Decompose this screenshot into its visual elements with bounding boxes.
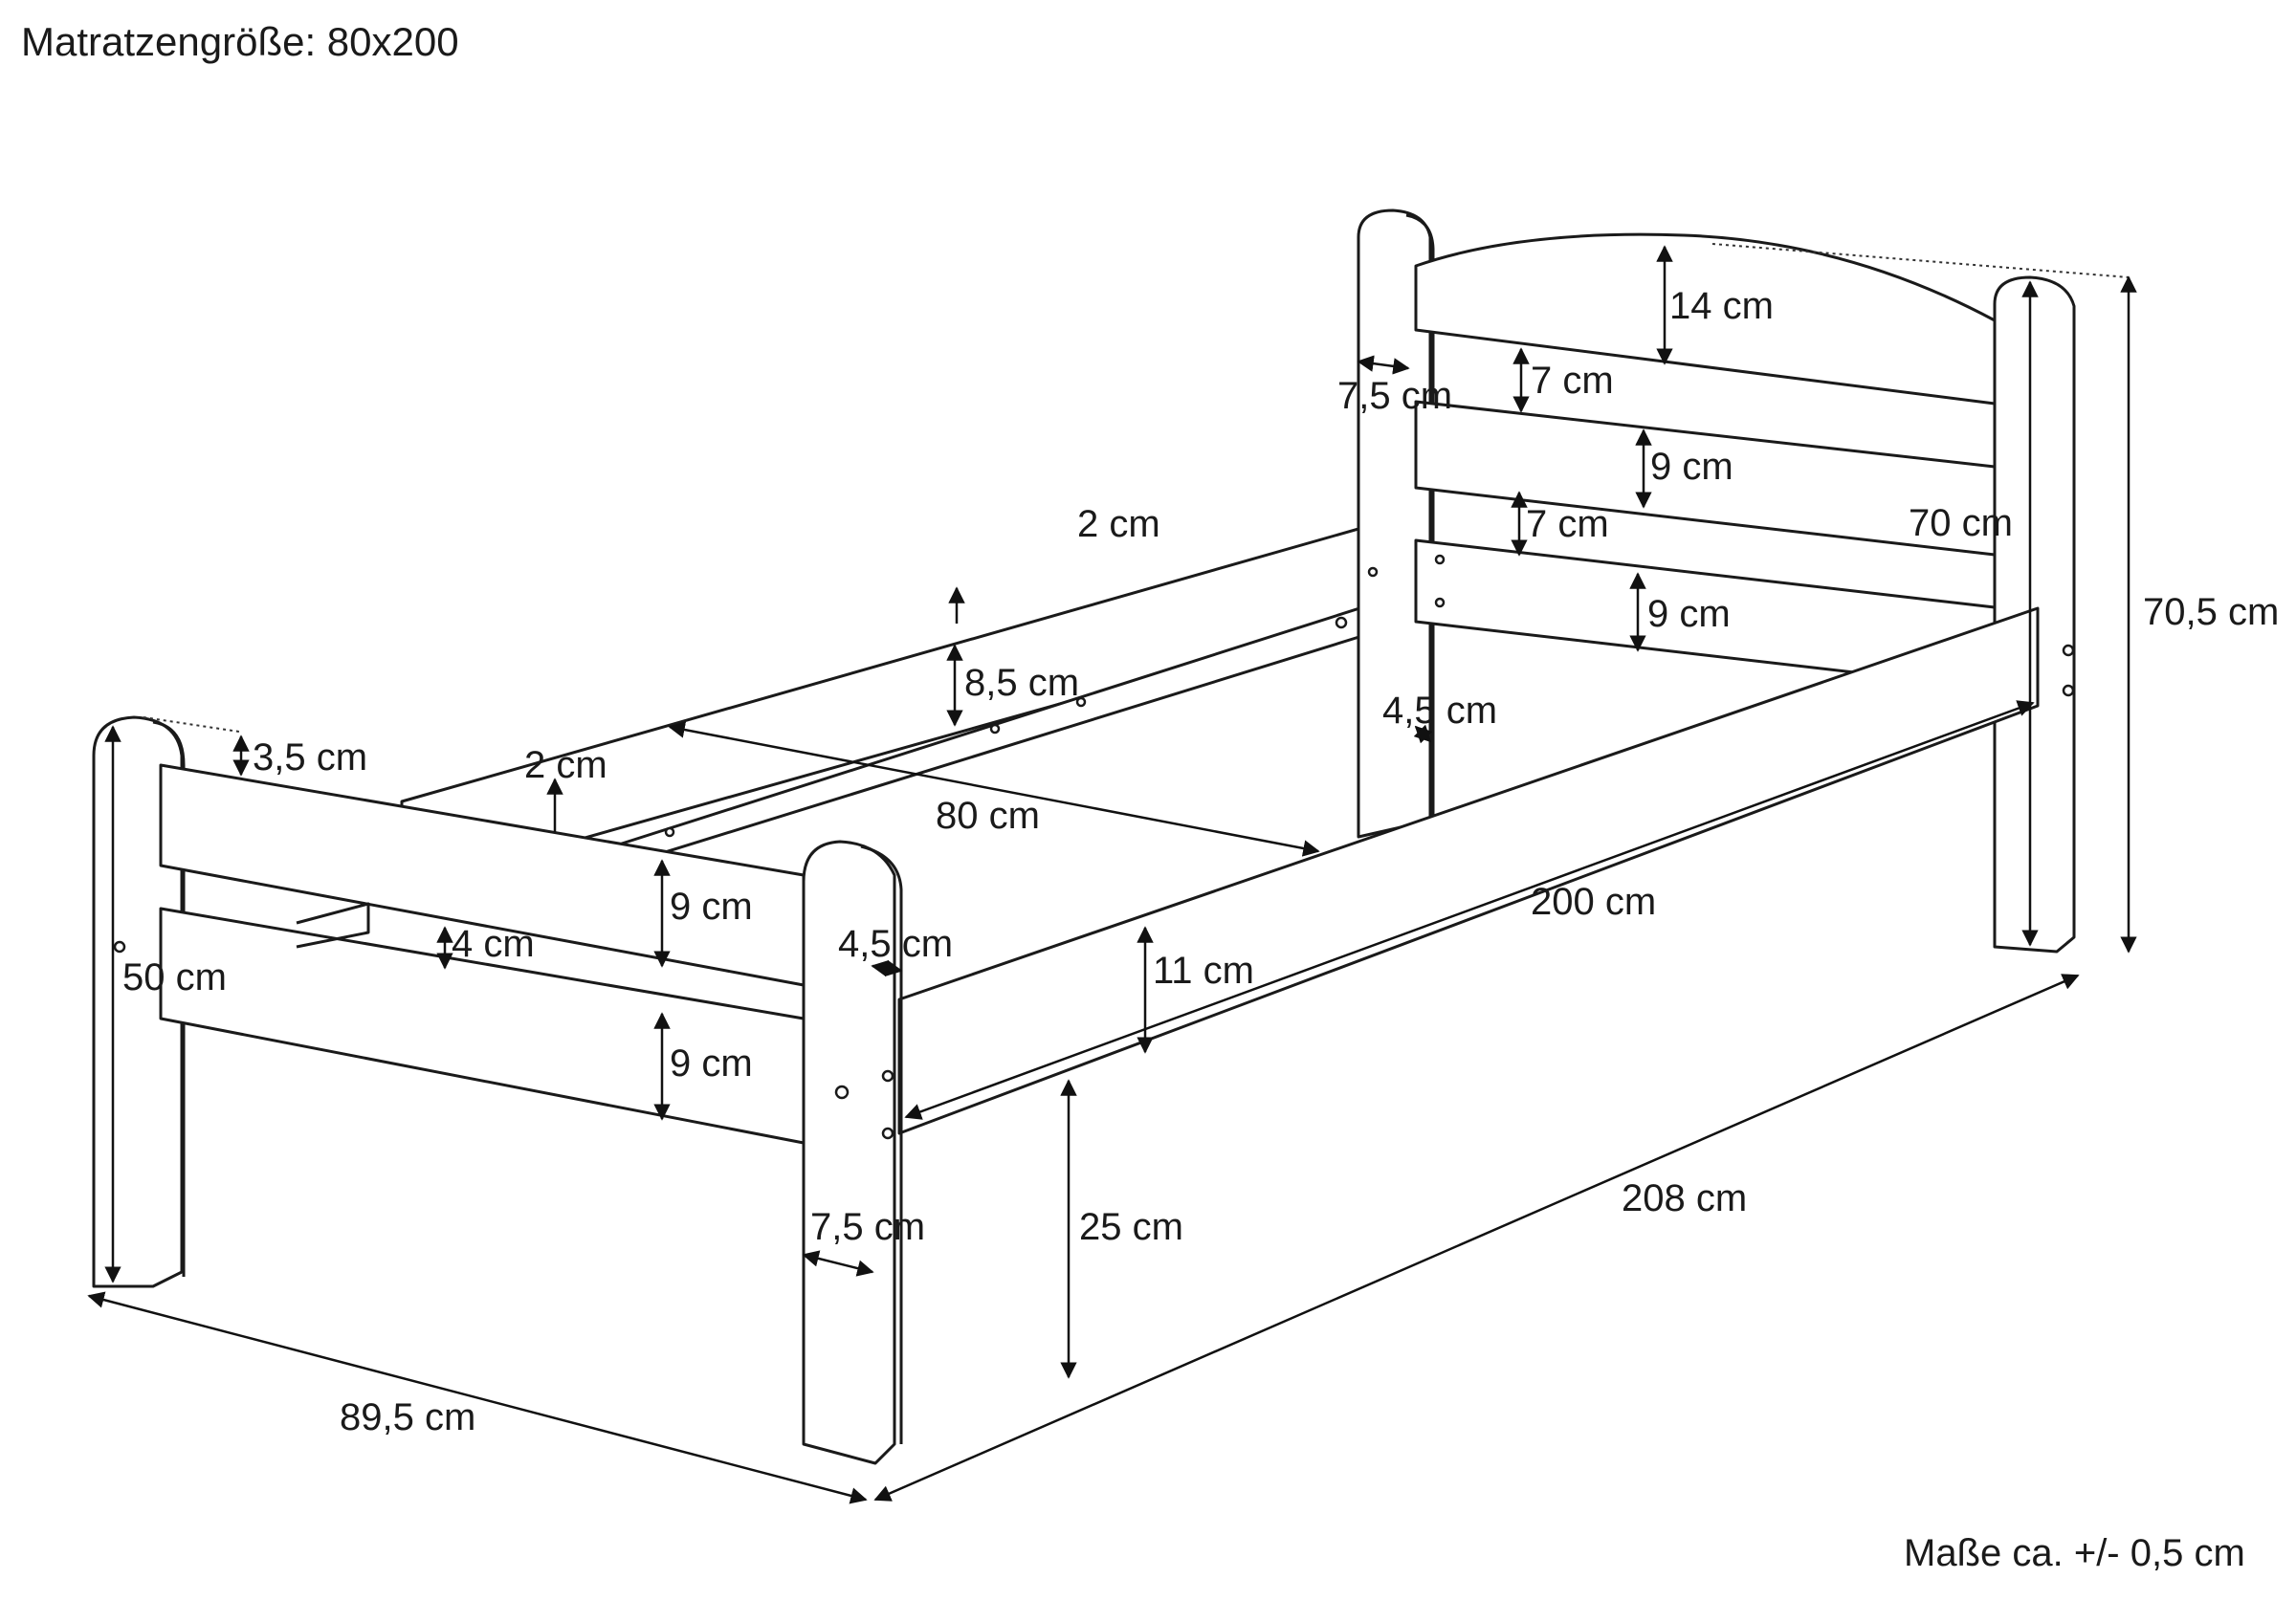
tolerance-note: Maße ca. +/- 0,5 cm (1904, 1532, 2245, 1574)
dim-headboard-middle-panel: 9 cm (1650, 446, 1733, 488)
dim-headboard-top-panel: 14 cm (1669, 285, 1774, 327)
dim-rail-thickness-back: 2 cm (1077, 503, 1160, 545)
dim-headboard-gap-2: 7 cm (1526, 503, 1609, 545)
dim-footboard-height: 50 cm (122, 956, 227, 998)
dim-head-post-depth: 4,5 cm (1382, 690, 1498, 732)
dim-foot-post-width: 7,5 cm (810, 1206, 926, 1248)
dim-inner-length: 200 cm (1531, 881, 1657, 923)
dim-headboard-total-height: 70,5 cm (2143, 591, 2280, 633)
headboard-top-panel (1414, 232, 1997, 406)
dim-total-width: 89,5 cm (340, 1396, 476, 1438)
dim-inner-width: 80 cm (936, 795, 1040, 837)
dim-slat-ledge-height: 8,5 cm (964, 662, 1080, 704)
dim-foot-post-depth: 4,5 cm (838, 923, 954, 965)
dim-foot-post-offset: 3,5 cm (253, 736, 368, 779)
dim-headboard-bottom-panel: 9 cm (1647, 593, 1731, 635)
dim-headboard-panel-height: 70 cm (1909, 502, 2013, 544)
mattress-size-title: Matratzengröße: 80x200 (21, 19, 459, 64)
dim-floor-clearance: 25 cm (1079, 1206, 1183, 1248)
dim-headboard-post-width: 7,5 cm (1337, 375, 1453, 417)
dim-footboard-gap: 4 cm (452, 923, 535, 965)
dim-footboard-bottom-panel: 9 cm (670, 1042, 753, 1085)
dim-headboard-gap-1: 7 cm (1531, 360, 1614, 402)
dim-footboard-top-panel: 9 cm (670, 886, 753, 928)
dim-total-length: 208 cm (1622, 1177, 1748, 1219)
dim-side-rail-height: 11 cm (1153, 950, 1254, 992)
dim-rail-thickness-front: 2 cm (524, 744, 607, 786)
